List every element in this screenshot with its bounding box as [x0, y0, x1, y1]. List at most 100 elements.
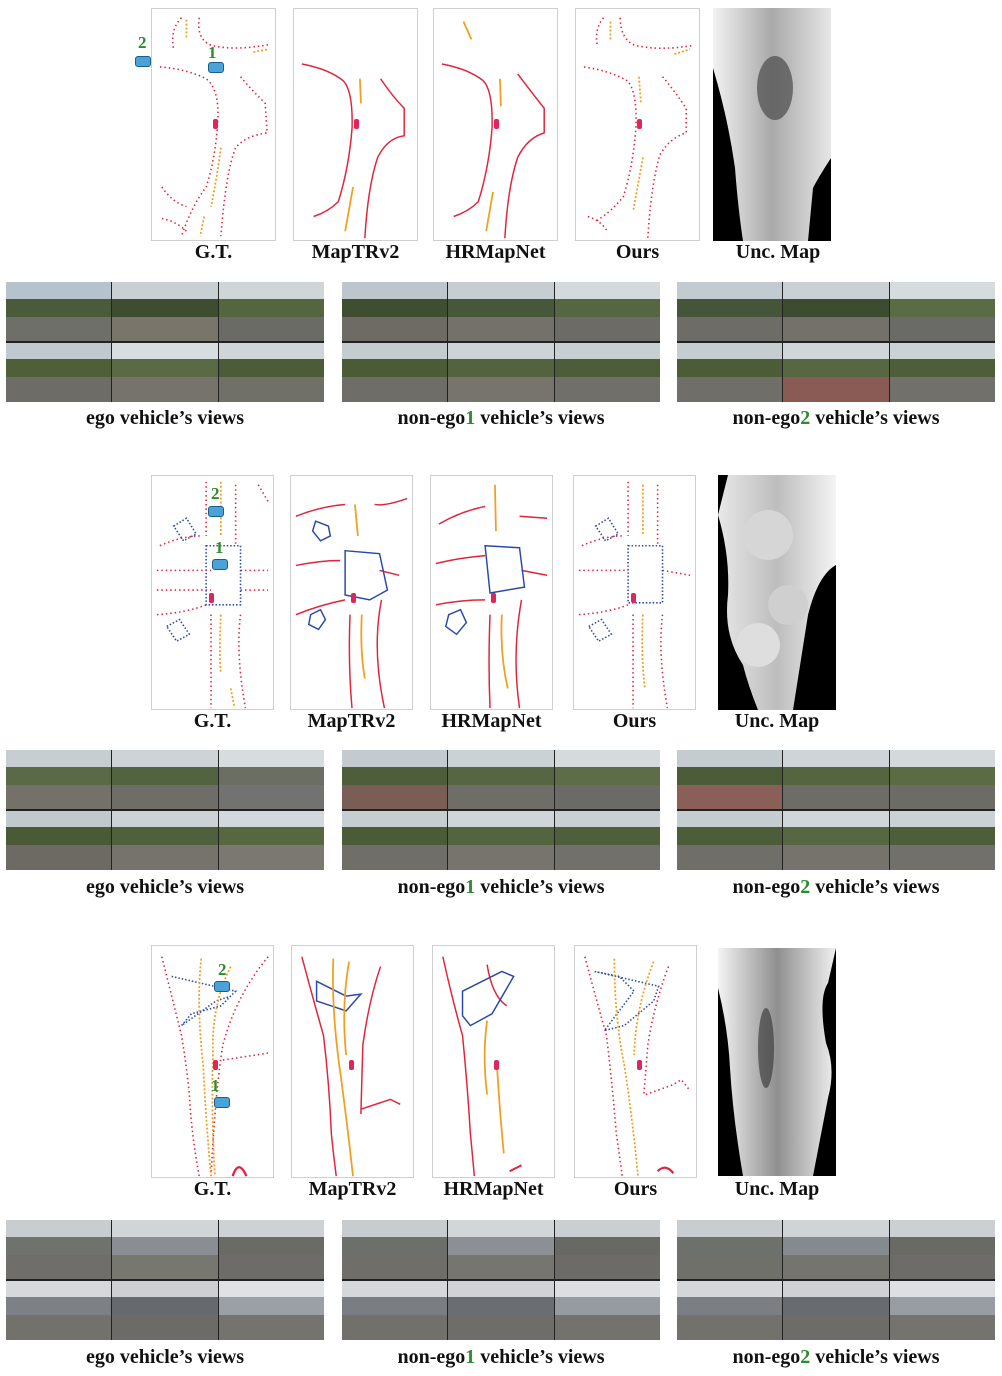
map-svg — [441, 21, 545, 239]
label-non-ego1-views: non-ego1 vehicle’s views — [397, 407, 605, 429]
ego-car-icon — [637, 1060, 642, 1070]
label-non-ego1-views: non-ego1 vehicle’s views — [397, 876, 605, 898]
label-hrmapnet: HRMapNet — [443, 1178, 544, 1200]
camera-image — [889, 342, 995, 403]
ego-car-icon — [491, 593, 496, 603]
camera-image — [554, 282, 660, 342]
ego-camera-views-3 — [6, 1220, 324, 1340]
label-gt: G.T. — [193, 710, 232, 732]
vehicle-id-1: 1 — [215, 538, 224, 557]
camera-image — [112, 1220, 218, 1280]
camera-image — [218, 342, 324, 403]
ego-car-icon — [631, 593, 636, 603]
camera-image — [677, 1280, 783, 1341]
camera-image — [218, 282, 324, 342]
camera-image — [677, 810, 783, 871]
map-svg — [584, 956, 690, 1177]
camera-image — [218, 750, 324, 810]
label-non-ego2-views: non-ego2 vehicle’s views — [732, 1346, 940, 1368]
camera-image — [889, 282, 995, 342]
unc-map-1 — [713, 8, 831, 241]
non-ego2-camera-views-1 — [677, 282, 995, 402]
non-ego2-camera-views-3 — [677, 1220, 995, 1340]
vehicle-id-2: 2 — [211, 484, 220, 503]
camera-image — [112, 750, 218, 810]
non-ego2-camera-views-2 — [677, 750, 995, 870]
camera-image — [6, 750, 112, 810]
map-gt-2: 2 1 — [151, 475, 274, 710]
camera-image — [783, 750, 889, 810]
unc-svg — [718, 475, 836, 710]
camera-image — [448, 282, 554, 342]
vehicle-id-1: 1 — [208, 43, 217, 62]
camera-image — [218, 810, 324, 871]
map-ours-3 — [574, 945, 697, 1178]
camera-image — [677, 342, 783, 403]
ego-camera-views-1 — [6, 282, 324, 402]
label-ego-views: ego vehicle’s views — [85, 407, 245, 429]
camera-image — [783, 1220, 889, 1280]
car-icon — [214, 981, 230, 992]
camera-image — [783, 810, 889, 871]
ego-car-icon — [213, 119, 218, 129]
camera-image — [448, 1280, 554, 1341]
camera-image — [889, 810, 995, 871]
unc-svg — [713, 8, 831, 241]
camera-image — [677, 282, 783, 342]
camera-image — [554, 1280, 660, 1341]
label-unc-map: Unc. Map — [735, 241, 821, 263]
camera-image — [677, 1220, 783, 1280]
map-svg — [159, 17, 271, 237]
figure-block-2: 2 1 — [0, 468, 1002, 908]
label-ego-views: ego vehicle’s views — [85, 876, 245, 898]
non-ego1-camera-views-3 — [342, 1220, 660, 1340]
camera-image — [218, 1220, 324, 1280]
map-svg — [161, 956, 269, 1177]
vehicle-id-2: 2 — [218, 960, 227, 979]
non-ego1-camera-views-2 — [342, 750, 660, 870]
camera-image — [6, 1220, 112, 1280]
camera-image — [783, 342, 889, 403]
label-non-ego2-views: non-ego2 vehicle’s views — [732, 876, 940, 898]
label-unc-map: Unc. Map — [734, 710, 820, 732]
map-gt-1: 1 — [151, 8, 276, 241]
label-gt: G.T. — [193, 1178, 232, 1200]
label-maptrv2: MapTRv2 — [308, 1178, 397, 1200]
camera-image — [342, 342, 448, 403]
camera-image — [342, 1280, 448, 1341]
camera-image — [6, 342, 112, 403]
label-non-ego2-views: non-ego2 vehicle’s views — [732, 407, 940, 429]
ego-car-icon — [213, 1060, 218, 1070]
camera-image — [554, 810, 660, 871]
label-hrmapnet: HRMapNet — [445, 241, 546, 263]
camera-image — [112, 342, 218, 403]
map-svg — [301, 63, 405, 239]
ego-car-icon — [637, 119, 642, 129]
map-svg — [295, 497, 408, 709]
map-svg — [435, 484, 548, 709]
label-maptrv2: MapTRv2 — [311, 241, 400, 263]
map-ours-2 — [573, 475, 696, 710]
unc-svg — [718, 948, 836, 1176]
camera-image — [554, 342, 660, 403]
car-icon — [208, 506, 224, 517]
camera-image — [448, 1220, 554, 1280]
camera-image — [783, 282, 889, 342]
ego-car-icon — [351, 593, 356, 603]
camera-image — [342, 810, 448, 871]
camera-image — [889, 750, 995, 810]
ego-car-icon — [349, 1060, 354, 1070]
vehicle-id-1: 1 — [211, 1076, 220, 1095]
non-ego1-camera-views-1 — [342, 282, 660, 402]
map-hrmapnet-3 — [432, 945, 555, 1178]
label-ours: Ours — [615, 241, 660, 263]
map-maptrv2-1 — [293, 8, 418, 241]
camera-image — [342, 1220, 448, 1280]
unc-map-2 — [718, 475, 836, 710]
camera-image — [554, 1220, 660, 1280]
map-svg — [156, 481, 269, 709]
car-icon — [212, 559, 228, 570]
ego-car-icon — [494, 1060, 499, 1070]
camera-image — [6, 1280, 112, 1341]
label-non-ego1-views: non-ego1 vehicle’s views — [397, 1346, 605, 1368]
